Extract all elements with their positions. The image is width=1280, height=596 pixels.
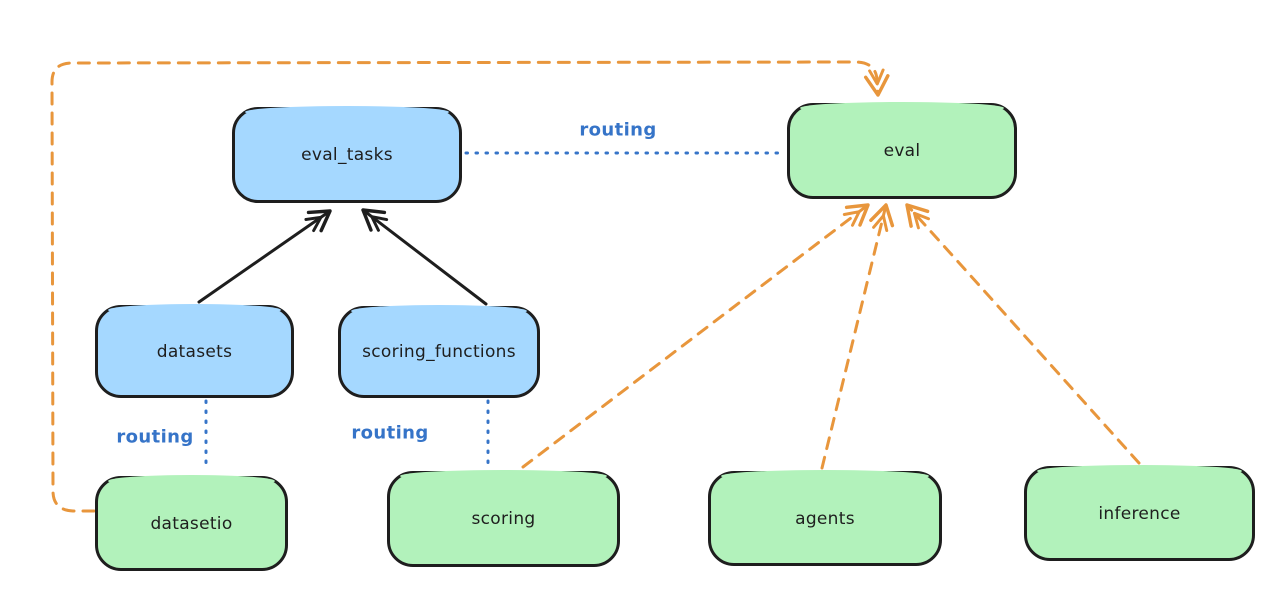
edge-datasets-to-eval-tasks [197, 209, 332, 304]
node-inference-label: inference [1098, 503, 1181, 524]
node-eval-tasks-label: eval_tasks [301, 145, 393, 165]
node-datasets: datasets [95, 304, 294, 398]
node-scoring-functions-label: scoring_functions [362, 342, 516, 362]
edge-agents-to-eval [820, 203, 895, 470]
edge-label-routing-datasets-datasetio: routing [116, 426, 194, 448]
node-scoring: scoring [387, 470, 620, 567]
node-agents: agents [708, 470, 942, 566]
node-scoring-label: scoring [471, 509, 536, 529]
node-datasetio-label: datasetio [150, 513, 233, 534]
edge-scoring-functions-to-eval-tasks [361, 208, 488, 306]
node-eval-tasks: eval_tasks [232, 106, 462, 203]
node-scoring-functions: scoring_functions [338, 305, 540, 398]
node-inference: inference [1024, 465, 1255, 561]
edge-inference-to-eval [905, 203, 1141, 465]
node-agents-label: agents [795, 508, 855, 529]
edge-label-routing-eval-tasks-eval: routing [579, 119, 657, 141]
node-datasets-label: datasets [156, 341, 233, 362]
node-datasetio: datasetio [95, 475, 288, 571]
edge-label-routing-scoring-functions-scoring: routing [351, 422, 429, 444]
edge-scoring-to-eval [521, 203, 870, 469]
node-eval: eval [787, 102, 1017, 199]
node-eval-label: eval [883, 141, 921, 161]
